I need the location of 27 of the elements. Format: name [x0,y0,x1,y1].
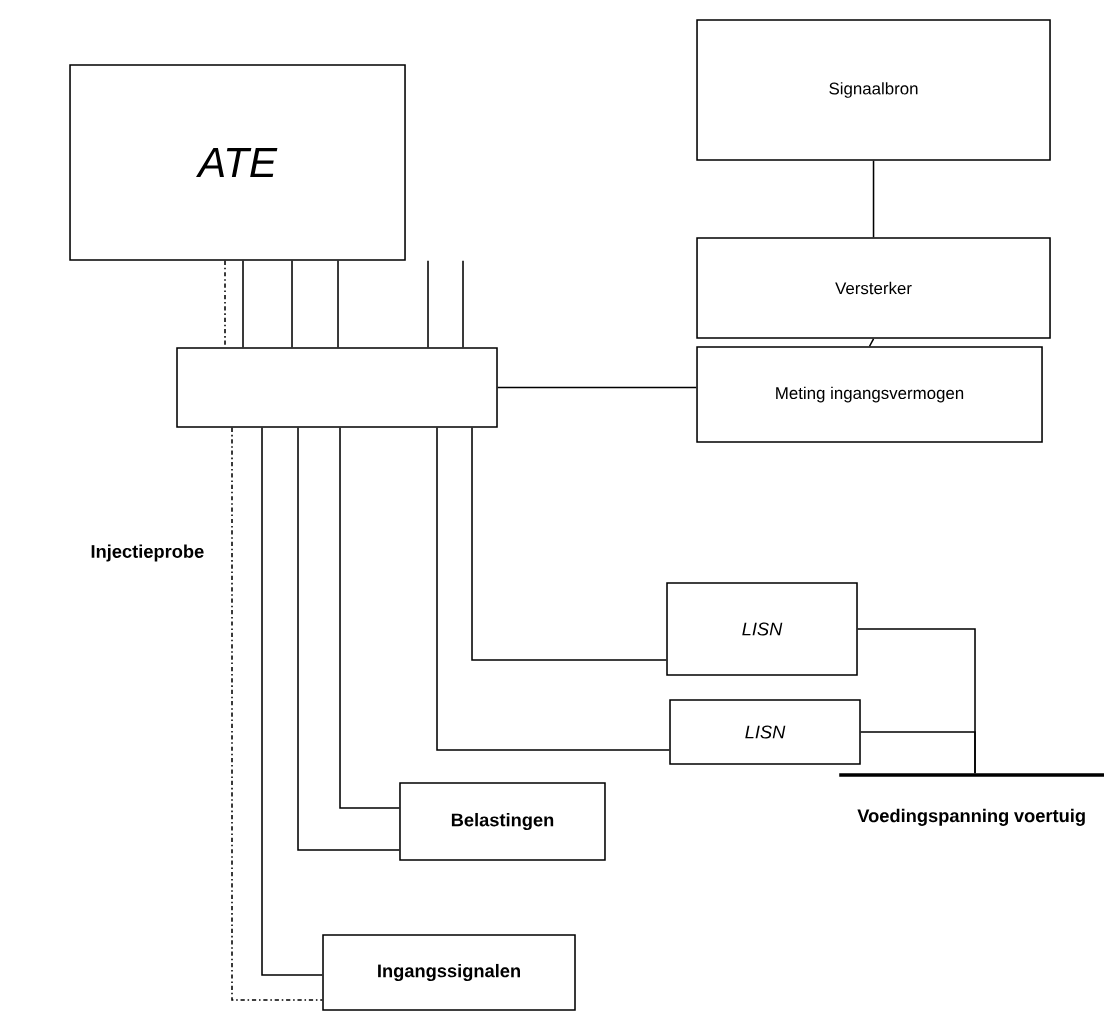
connector-line [471,427,667,661]
connector-line [860,731,976,774]
block-box: LISN [669,699,861,765]
connector-line [261,427,323,976]
connector-line [337,260,339,349]
supply-label: Voedingspanning voertuig [857,808,1085,826]
probe-label: Injectieprobe [91,544,204,562]
connector-line [427,260,429,349]
connector-line [497,386,698,389]
connector-line [872,160,875,238]
connector-line [868,338,875,348]
connector-line [242,260,244,349]
block-box: Ingangssignalen [322,934,576,1011]
connector-line [339,427,400,809]
connector-line [297,427,400,851]
probe-box [176,347,498,428]
connector-line [231,427,323,1001]
block-box: Belastingen [399,782,606,861]
supply-line [839,773,1104,777]
connector-line [291,260,293,349]
block-box: LISN [666,582,858,676]
connector-line [462,260,464,349]
block-box: Versterker [696,237,1051,339]
connector-line [436,427,670,751]
block-box: Signaalbron [696,19,1051,161]
equipment-box: ATE [69,64,406,261]
block-box: Meting ingangsvermogen [696,346,1043,443]
